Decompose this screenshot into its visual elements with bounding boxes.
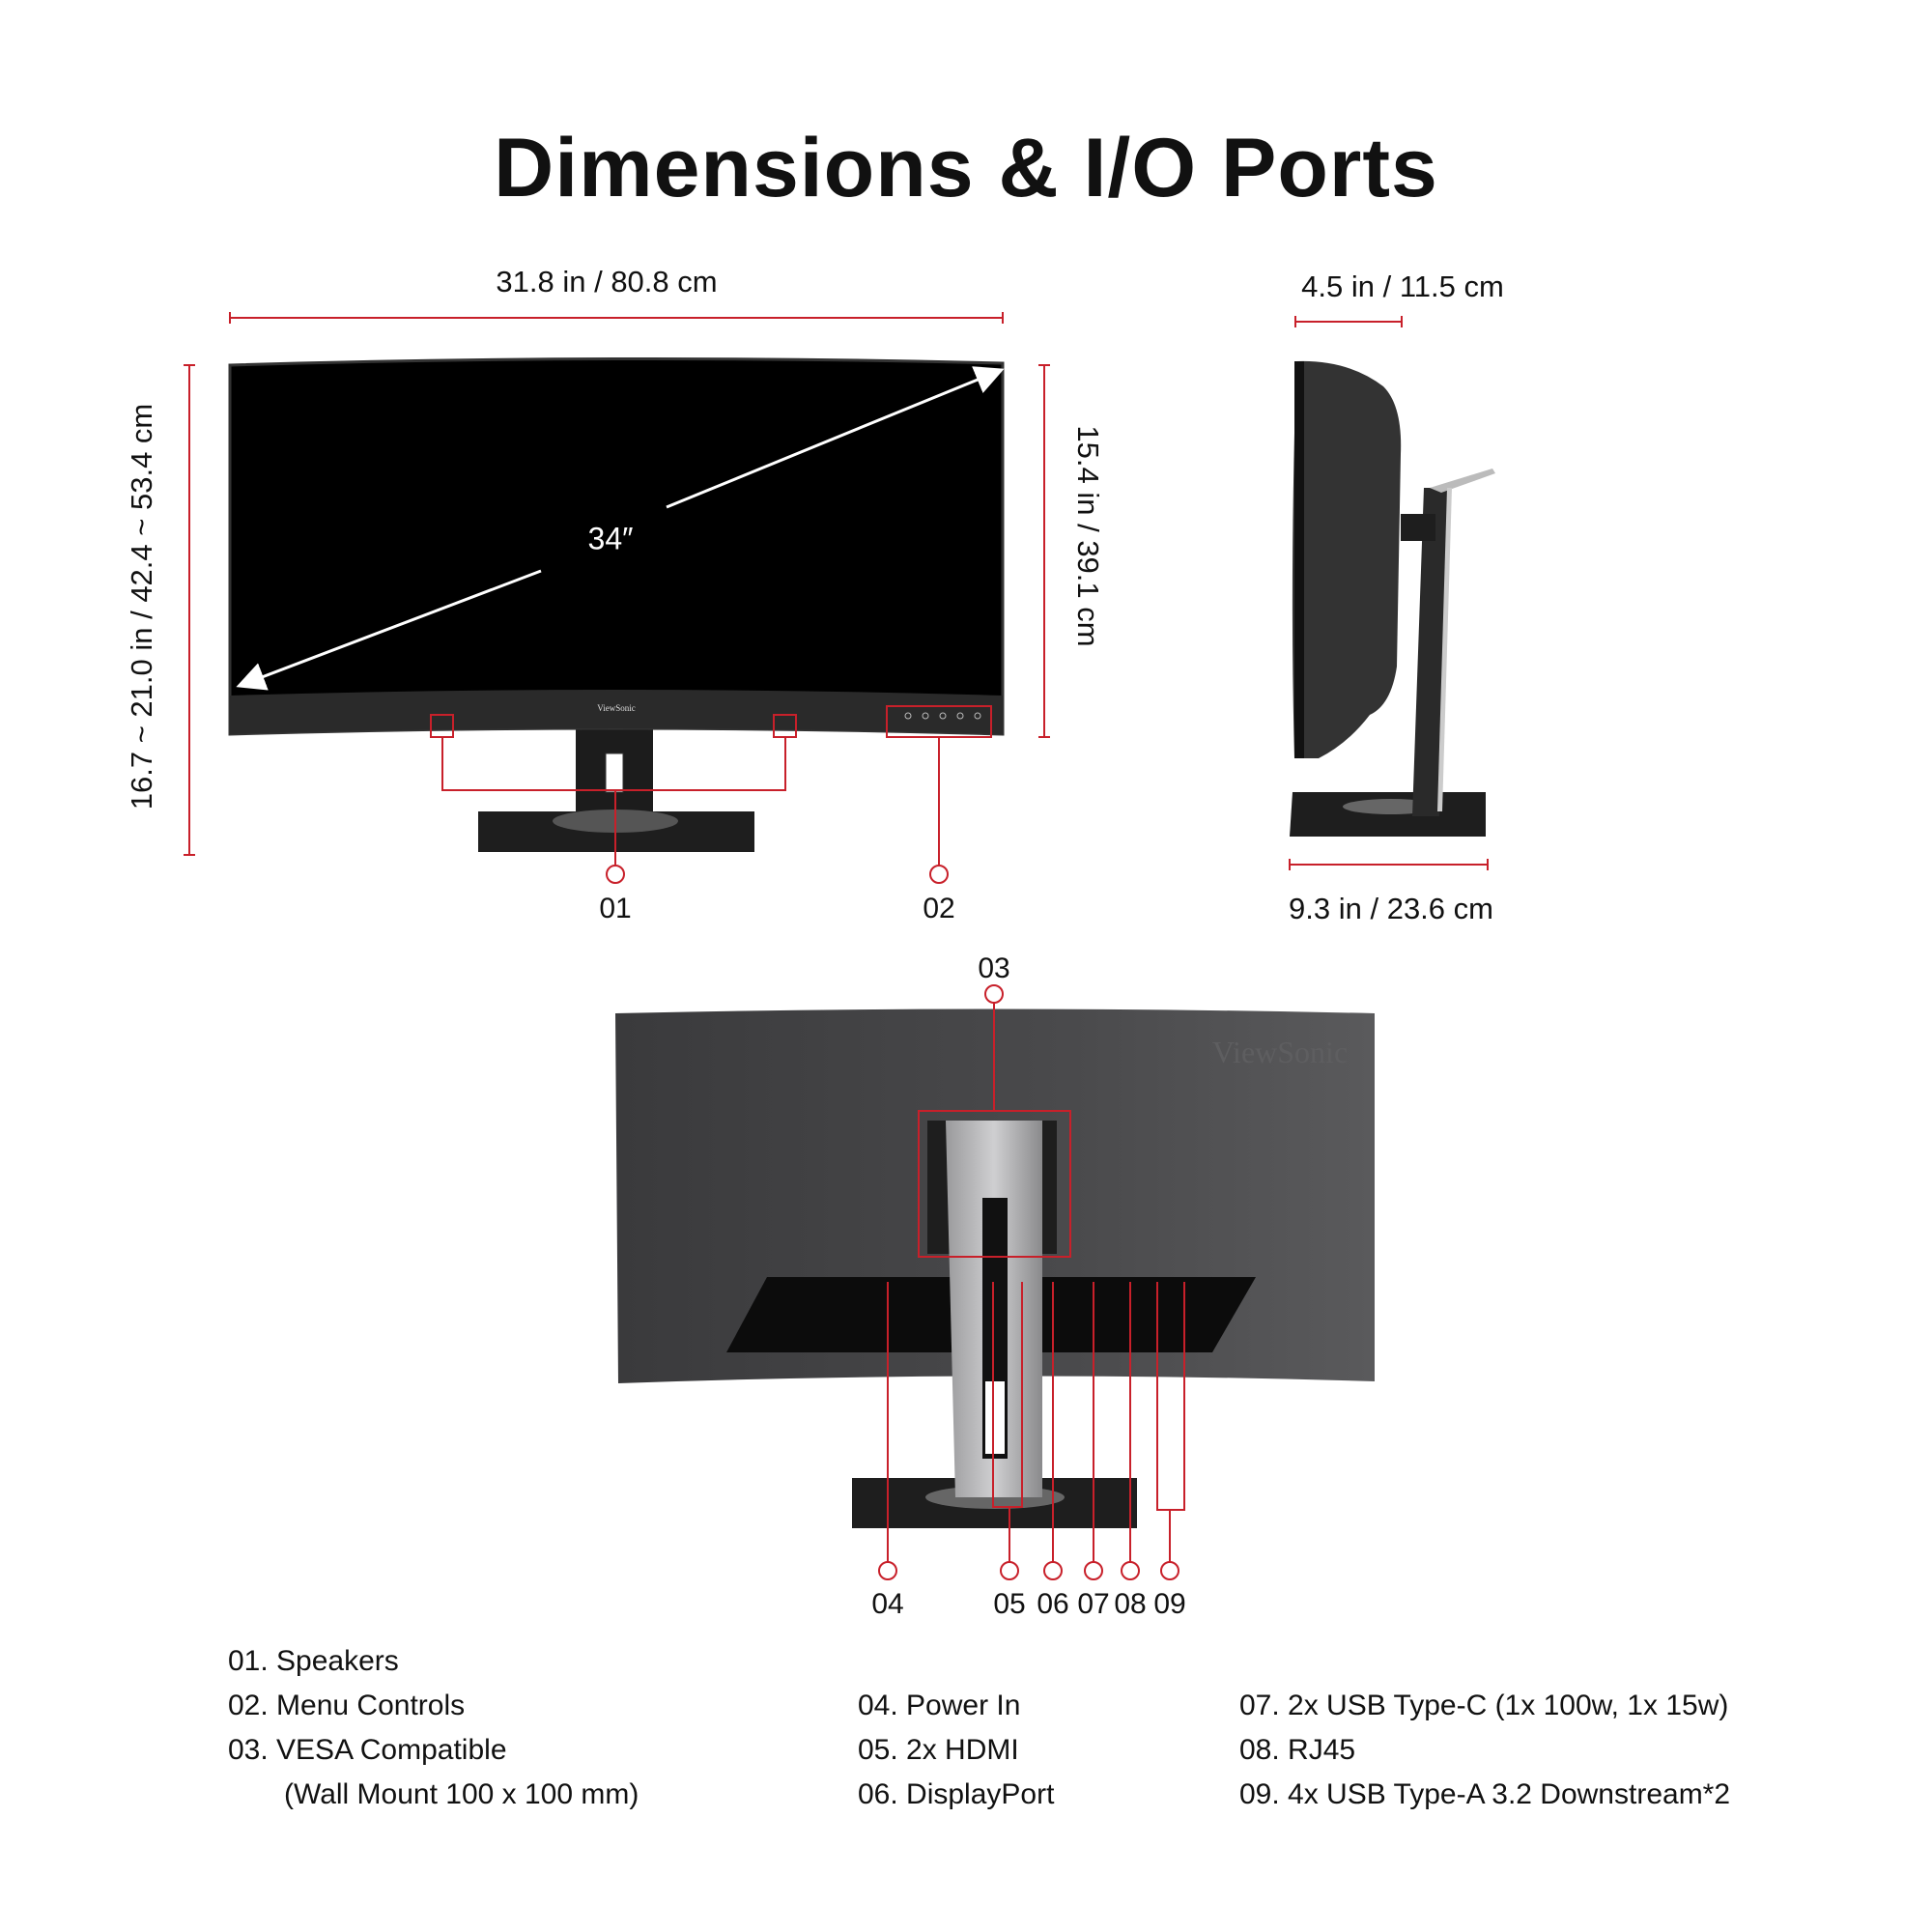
- callout-06: 06: [1037, 1588, 1069, 1620]
- legend-item: (Wall Mount 100 x 100 mm): [284, 1778, 639, 1810]
- legend-item: 01. Speakers: [228, 1645, 399, 1677]
- side-monitor: [1290, 360, 1495, 837]
- callout-07: 07: [1077, 1588, 1110, 1620]
- panel-height-label: 15.4 in / 39.1 cm: [1071, 425, 1105, 647]
- callout-01: 01: [599, 893, 632, 924]
- callout-08: 08: [1114, 1588, 1147, 1620]
- callout-03: 03: [978, 952, 1010, 984]
- height-range-label: 16.7 ~ 21.0 in / 42.4 ~ 53.4 cm: [125, 403, 158, 810]
- panel-depth-label: 4.5 in / 11.5 cm: [1301, 270, 1504, 303]
- callout-04: 04: [871, 1588, 904, 1620]
- front-logo: ViewSonic: [597, 703, 635, 713]
- width-label: 31.8 in / 80.8 cm: [496, 265, 718, 298]
- legend-item: 06. DisplayPort: [858, 1778, 1055, 1810]
- front-monitor: ViewSonic: [228, 356, 1005, 852]
- legend-item: 04. Power In: [858, 1690, 1021, 1721]
- callout-02: 02: [923, 893, 955, 924]
- diagonal-label: 34″: [587, 521, 634, 556]
- legend-item: 02. Menu Controls: [228, 1690, 466, 1721]
- page-title: Dimensions & I/O Ports: [494, 122, 1438, 214]
- back-logo: ViewSonic: [1212, 1035, 1348, 1069]
- callout-09: 09: [1153, 1588, 1186, 1620]
- legend-item: 05. 2x HDMI: [858, 1734, 1019, 1766]
- legend-item: 09. 4x USB Type-A 3.2 Downstream*2: [1239, 1778, 1731, 1810]
- base-depth-label: 9.3 in / 23.6 cm: [1289, 892, 1493, 925]
- legend-item: 03. VESA Compatible: [228, 1734, 507, 1766]
- callout-05: 05: [993, 1588, 1026, 1620]
- legend-item: 07. 2x USB Type-C (1x 100w, 1x 15w): [1239, 1690, 1729, 1721]
- legend-item: 08. RJ45: [1239, 1734, 1356, 1766]
